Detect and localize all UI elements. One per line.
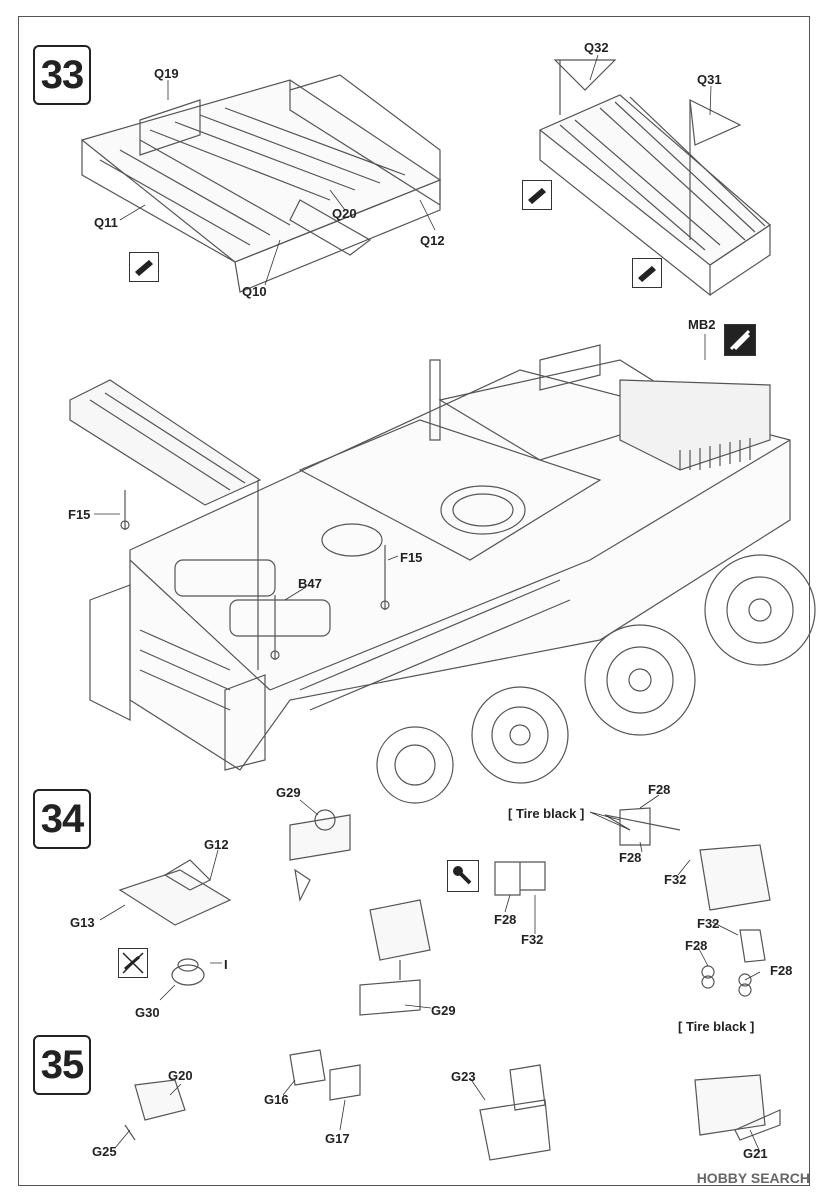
part-label-g17: G17 [325,1131,350,1146]
glue-icon [632,258,662,288]
part-label-q10: Q10 [242,284,267,299]
step34-parts-drawing [118,807,771,1016]
part-label-f32: F32 [697,916,720,931]
part-label-g21: G21 [743,1146,768,1161]
part-label-g12: G12 [204,837,229,852]
part-label-g16: G16 [264,1092,289,1107]
part-label-g23: G23 [451,1069,476,1084]
part-label-g29: G29 [431,1003,456,1018]
paint-note: [ Tire black ] [678,1019,755,1034]
watermark: HOBBY SEARCH [696,1170,810,1186]
platform-q10-drawing [80,74,442,293]
vehicle-hull-drawing [69,344,816,804]
step-number-35: 35 [33,1035,91,1095]
part-label-g20: G20 [168,1068,193,1083]
step-number-34: 34 [33,789,91,849]
part-label-f28: F28 [770,963,793,978]
part-label-f28: F28 [619,850,642,865]
part-label-g29: G29 [276,785,301,800]
part-label-f32: F32 [521,932,544,947]
part-label-q32: Q32 [584,40,609,55]
part-label-q20: Q20 [332,206,357,221]
part-label-f32: F32 [664,872,687,887]
part-label-q12: Q12 [420,233,445,248]
part-label-b47: B47 [298,576,322,591]
glue-icon [522,180,552,210]
paint-note: [ Tire black ] [508,806,585,821]
no-glue-icon [118,948,148,978]
page-frame [18,16,810,1186]
part-label-mb2: MB2 [688,317,716,332]
part-label-q31: Q31 [697,72,722,87]
cement-icon [724,324,756,356]
part-label-f28: F28 [494,912,517,927]
part-label-f15: F15 [68,507,91,522]
part-label-q11: Q11 [94,215,118,230]
part-label-f15: F15 [400,550,423,565]
part-label-f28: F28 [648,782,671,797]
part-label-g25: G25 [92,1144,117,1159]
box-q31-drawing [538,59,771,297]
part-label-i: I [224,957,228,972]
glue-icon [129,252,159,282]
step-number-33: 33 [33,45,91,105]
leader-lines [94,54,761,1153]
part-label-q19: Q19 [154,66,179,81]
paint-icon [447,860,479,892]
part-label-g13: G13 [70,915,95,930]
part-label-f28: F28 [685,938,708,953]
step35-parts-drawing [124,1049,781,1161]
part-label-g30: G30 [135,1005,160,1020]
